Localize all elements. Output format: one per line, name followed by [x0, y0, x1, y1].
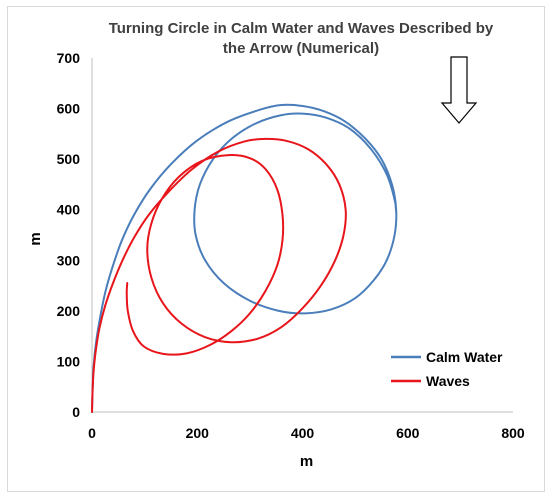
chart-frame: Turning Circle in Calm Water and Waves D…: [7, 6, 545, 492]
x-tick-label: 200: [186, 425, 210, 441]
x-tick-label: 400: [291, 425, 315, 441]
series-line-waves: [91, 137, 347, 413]
x-tick-label: 800: [501, 425, 525, 441]
y-tick-label: 500: [57, 151, 81, 167]
chart-canvas: Turning Circle in Calm Water and Waves D…: [27, 20, 525, 470]
down-arrow-shape: [440, 56, 478, 124]
series-group: [91, 103, 398, 413]
axes: 0 200 400 600 800 0 100 200 300 400 500 600 700 m m: [27, 50, 525, 470]
y-tick-label: 200: [57, 303, 81, 319]
y-tick-label: 700: [57, 50, 81, 66]
y-tick-label: 400: [57, 202, 81, 218]
legend-label: Calm Water: [426, 349, 503, 365]
chart-title: Turning Circle in Calm Water and Waves D…: [109, 20, 494, 57]
y-tick-label: 300: [57, 252, 81, 268]
x-tick-label: 600: [396, 425, 420, 441]
y-axis-label: m: [27, 232, 44, 245]
y-tick-label: 100: [57, 353, 81, 369]
y-tick-label: 600: [57, 101, 81, 117]
x-axis-label: m: [300, 453, 313, 470]
y-tick-label: 0: [72, 404, 80, 420]
chart-title-line: Turning Circle in Calm Water and Waves D…: [109, 20, 494, 37]
x-tick-label: 0: [88, 425, 96, 441]
down-arrow-icon: [440, 56, 478, 124]
chart-title-line: the Arrow (Numerical): [223, 40, 379, 57]
series-line-calm-water: [91, 103, 398, 413]
legend-label: Waves: [426, 373, 470, 389]
